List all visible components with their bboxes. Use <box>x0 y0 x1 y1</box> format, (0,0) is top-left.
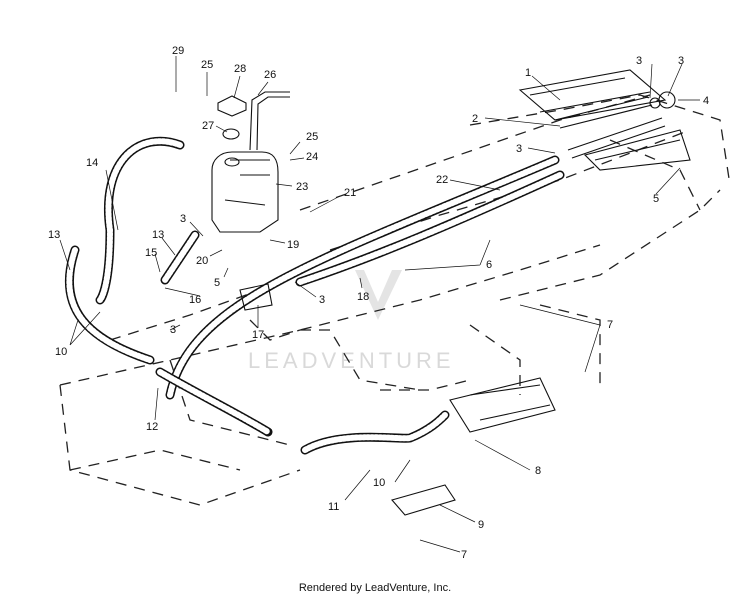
callout-3: 3 <box>636 55 642 67</box>
callout-1: 1 <box>525 67 531 79</box>
callout-27: 27 <box>202 120 214 132</box>
callout-26: 26 <box>264 69 276 81</box>
callout-4: 4 <box>703 95 709 107</box>
coolant-tank <box>211 151 279 233</box>
callout-3: 3 <box>180 213 186 225</box>
callout-21: 21 <box>344 187 356 199</box>
hose-short <box>160 230 200 285</box>
callout-17: 17 <box>252 329 264 341</box>
overflow-hose <box>249 91 290 151</box>
callout-11: 11 <box>328 501 339 513</box>
callout-5: 5 <box>653 193 659 205</box>
callout-12: 12 <box>146 421 158 433</box>
fitting-plate <box>391 484 456 516</box>
callout-19: 19 <box>287 239 299 251</box>
callout-25: 25 <box>201 59 213 71</box>
callout-28: 28 <box>234 63 246 75</box>
hose-front-bottom <box>300 410 450 455</box>
callout-18: 18 <box>357 291 369 303</box>
leader-lines <box>59 56 700 553</box>
callout-25: 25 <box>306 131 318 143</box>
callout-7: 7 <box>461 549 467 561</box>
callout-14: 14 <box>86 157 98 169</box>
callout-10: 10 <box>55 346 67 358</box>
callout-8: 8 <box>535 465 541 477</box>
callout-20: 20 <box>196 255 208 267</box>
callout-7: 7 <box>607 319 613 331</box>
callout-15: 15 <box>145 247 157 259</box>
callout-13: 13 <box>48 229 60 241</box>
lower-heat-exchanger <box>449 377 556 433</box>
hose-left-curve <box>64 245 155 365</box>
heat-exchanger-rear <box>518 69 667 121</box>
callout-9: 9 <box>478 519 484 531</box>
callout-16: 16 <box>189 294 201 306</box>
callout-10: 10 <box>373 477 385 489</box>
parts-diagram: LEADVENTURE <box>48 45 731 561</box>
exchanger-elbow <box>649 91 676 109</box>
chassis-outline <box>59 94 731 506</box>
hose-main-lower <box>165 155 560 400</box>
exchanger-tube-upper <box>554 96 653 129</box>
hose-left-loop <box>95 136 185 305</box>
callout-24: 24 <box>306 151 318 163</box>
callout-6: 6 <box>486 259 492 271</box>
exchanger-tube-lower <box>567 117 666 159</box>
callout-3: 3 <box>516 143 522 155</box>
bracket <box>239 283 273 311</box>
footer-credit: Rendered by LeadVenture, Inc. <box>298 582 452 594</box>
callout-23: 23 <box>296 181 308 193</box>
watermark-text: LEADVENTURE <box>248 348 455 373</box>
tank-cap <box>217 95 247 117</box>
hose-main-upper <box>295 170 565 287</box>
hose-front-left <box>155 367 273 437</box>
callout-3: 3 <box>678 55 684 67</box>
callout-5: 5 <box>214 277 220 289</box>
cap-gasket <box>222 128 240 140</box>
callout-22: 22 <box>436 174 448 186</box>
callout-3: 3 <box>319 294 325 306</box>
callout-3: 3 <box>170 324 176 336</box>
watermark: LEADVENTURE <box>248 270 455 373</box>
callout-29: 29 <box>172 45 184 57</box>
callout-2: 2 <box>472 113 478 125</box>
callout-13: 13 <box>152 229 164 241</box>
heat-exchanger-front <box>583 129 691 171</box>
